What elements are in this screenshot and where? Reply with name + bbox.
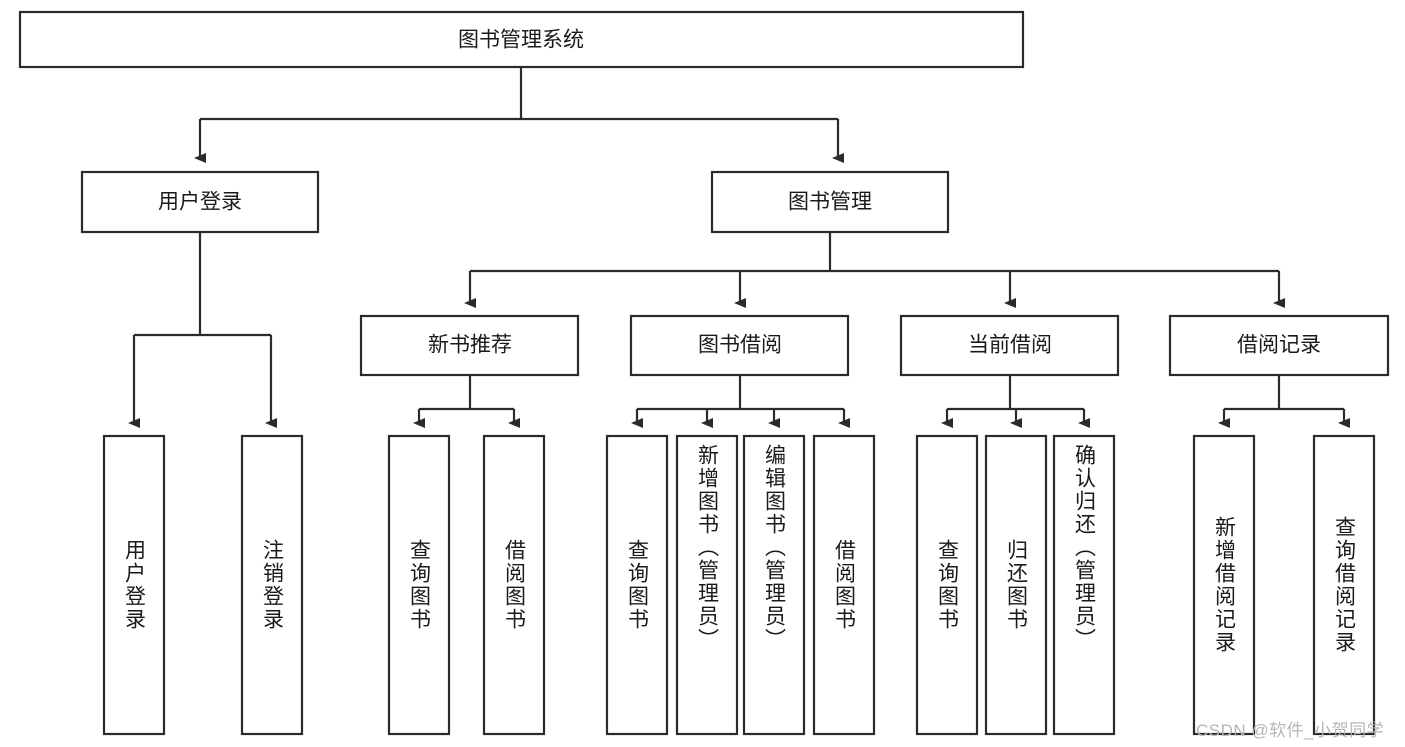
leaf-user-login-1[interactable]: 用户登录 <box>104 436 164 734</box>
leaf-current-borrow-1[interactable]: 查询图书 <box>917 436 977 734</box>
leaf-rect-user-login-2[interactable] <box>240 434 304 736</box>
leaf-label: 查询图书 <box>407 539 431 631</box>
node-book-borrow-label: 图书借阅 <box>698 334 782 357</box>
node-current-borrow-rect[interactable] <box>899 314 1120 377</box>
edge-group-root-to-level2 <box>194 67 844 163</box>
leaf-book-borrow-4[interactable]: 借阅图书 <box>814 436 874 734</box>
leaf-rect-user-login-1[interactable] <box>102 434 166 736</box>
leaf-label: 借阅图书 <box>832 539 856 631</box>
leaf-borrow-record-2[interactable]: 查询借阅记录 <box>1314 436 1374 734</box>
node-borrow-record-rect[interactable] <box>1168 314 1390 377</box>
leaf-label: 借阅图书 <box>502 539 526 631</box>
leaf-current-borrow-3[interactable]: 确认归还（管理员） <box>1054 436 1114 734</box>
edge-group-bookborrow-to-leaves <box>631 375 850 428</box>
leaf-rect-book-borrow-3[interactable] <box>742 434 806 736</box>
edge-group-userlogin-to-leaves <box>128 232 277 428</box>
node-book-manage[interactable]: 图书管理 <box>710 170 950 234</box>
node-book-manage-rect[interactable] <box>710 170 950 234</box>
leaf-book-borrow-2[interactable]: 新增图书（管理员） <box>677 436 737 734</box>
leaf-new-book-recommend-1[interactable]: 查询图书 <box>389 436 449 734</box>
node-book-borrow[interactable]: 图书借阅 <box>629 314 850 377</box>
node-new-book-recommend-rect[interactable] <box>359 314 580 377</box>
leaf-current-borrow-2[interactable]: 归还图书 <box>986 436 1046 734</box>
leaf-label: 新增借阅记录 <box>1212 516 1236 654</box>
node-root[interactable]: 图书管理系统 <box>18 10 1025 69</box>
leaf-rect-new-book-2[interactable] <box>482 434 546 736</box>
node-root-rect[interactable] <box>18 10 1025 69</box>
leaf-label: 归还图书 <box>1004 539 1028 631</box>
leaf-rect-borrow-record-2[interactable] <box>1312 434 1376 736</box>
leaf-label: 编辑图书（管理员） <box>762 444 786 651</box>
edge-group-currentborrow-to-leaves <box>941 375 1090 428</box>
leaf-book-borrow-3[interactable]: 编辑图书（管理员） <box>744 436 804 734</box>
node-current-borrow[interactable]: 当前借阅 <box>899 314 1120 377</box>
leaf-user-login-2[interactable]: 注销登录 <box>242 436 302 734</box>
node-new-book-recommend[interactable]: 新书推荐 <box>359 314 580 377</box>
leaf-rect-current-borrow-2[interactable] <box>984 434 1048 736</box>
leaf-rect-book-borrow-4[interactable] <box>812 434 876 736</box>
leaf-label: 查询借阅记录 <box>1332 516 1356 654</box>
leaf-label: 注销登录 <box>260 539 284 631</box>
leaf-rect-current-borrow-3[interactable] <box>1052 434 1116 736</box>
leaf-label: 查询图书 <box>935 539 959 631</box>
node-user-login[interactable]: 用户登录 <box>80 170 320 234</box>
edge-group-newbook-to-leaves <box>413 375 520 428</box>
node-user-login-label: 用户登录 <box>158 191 242 214</box>
leaf-new-book-recommend-2[interactable]: 借阅图书 <box>484 436 544 734</box>
leaf-book-borrow-1[interactable]: 查询图书 <box>607 436 667 734</box>
leaf-rect-new-book-1[interactable] <box>387 434 451 736</box>
node-user-login-rect[interactable] <box>80 170 320 234</box>
node-book-borrow-rect[interactable] <box>629 314 850 377</box>
node-borrow-record[interactable]: 借阅记录 <box>1168 314 1390 377</box>
node-new-book-recommend-label: 新书推荐 <box>428 334 512 357</box>
leaf-label: 确认归还（管理员） <box>1072 444 1096 651</box>
node-book-manage-label: 图书管理 <box>788 191 872 214</box>
leaf-label: 新增图书（管理员） <box>695 444 719 651</box>
node-borrow-record-label: 借阅记录 <box>1237 334 1321 357</box>
leaf-label: 查询图书 <box>625 539 649 631</box>
leaf-rect-group <box>102 434 1376 736</box>
leaf-rect-current-borrow-1[interactable] <box>915 434 979 736</box>
edge-group-booksmanage-to-level3 <box>464 232 1285 308</box>
node-current-borrow-label: 当前借阅 <box>968 334 1052 357</box>
leaf-borrow-record-1[interactable]: 新增借阅记录 <box>1194 436 1254 734</box>
watermark-text: CSDN @软件_小贺同学 <box>1196 721 1385 740</box>
edge-group-borrowrecord-to-leaves <box>1218 375 1350 428</box>
leaf-label: 用户登录 <box>122 539 146 631</box>
node-root-label: 图书管理系统 <box>458 29 584 52</box>
leaf-rect-borrow-record-1[interactable] <box>1192 434 1256 736</box>
leaf-rect-book-borrow-2[interactable] <box>675 434 739 736</box>
leaf-rect-book-borrow-1[interactable] <box>605 434 669 736</box>
